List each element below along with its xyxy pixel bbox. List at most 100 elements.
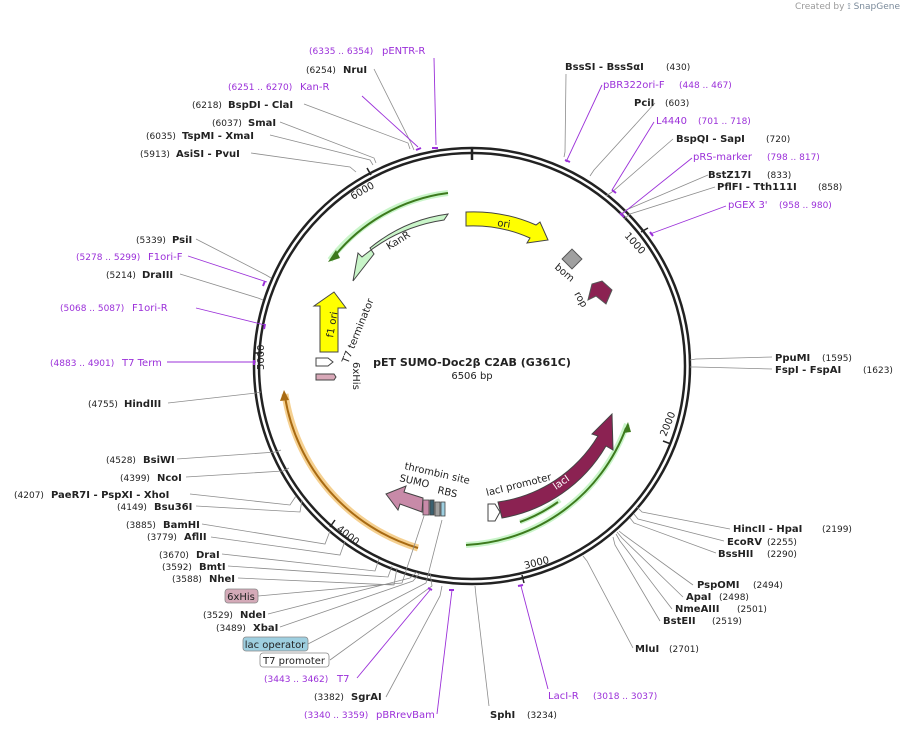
enzyme-ecorv[interactable]: EcoRV: [727, 537, 762, 548]
enzyme-bsteii[interactable]: BstEII: [663, 616, 696, 627]
enzyme-pos-bsu36i: (4149): [117, 503, 147, 513]
feature-leader-lines: [257, 515, 443, 661]
feature-highlight-lac-line: [465, 427, 627, 546]
enzyme-pos-nmeaiii: (2501): [737, 605, 767, 615]
leader-kan-r: [361, 95, 419, 148]
enzyme-pos-bsshii: (2290): [767, 550, 797, 560]
enzyme-ppumi[interactable]: PpuMI: [775, 353, 810, 364]
leader-sgrai: [385, 585, 443, 698]
enzyme-xmai[interactable]: TspMI - XmaI: [182, 131, 254, 142]
leader-bsshii: [629, 517, 717, 554]
enzyme-sapi[interactable]: BspQI - SapI: [676, 134, 745, 145]
enzyme-drai[interactable]: DraI: [196, 550, 220, 561]
leader-clai: [303, 103, 411, 150]
tick-mark-2000: [662, 440, 672, 445]
enzyme-ndei[interactable]: NdeI: [240, 610, 266, 621]
primer-kan-r[interactable]: Kan-R: [300, 82, 329, 93]
enzyme-nrui[interactable]: NruI: [343, 65, 367, 76]
plasmid-name: pET SUMO-Doc2β C2AB (G361C): [373, 356, 571, 369]
enzyme-pos-clai: (6218): [192, 101, 222, 111]
leader-drai: [221, 553, 380, 572]
primer-t7term[interactable]: T7 Term: [121, 358, 162, 369]
primer-laci-r[interactable]: LacI-R: [548, 691, 579, 702]
feature-thrombin-box: [422, 499, 430, 516]
enzyme-bmti[interactable]: BmtI: [199, 562, 226, 573]
enzyme-draiii[interactable]: DraIII: [142, 270, 173, 281]
primer-pos-pentr-r: (6335 .. 6354): [309, 47, 373, 57]
enzyme-pspomi[interactable]: PspOMI: [697, 580, 739, 591]
feature-label-ori: ori: [497, 218, 511, 231]
primer-pos-pbr322ori-f: (448 .. 467): [679, 81, 732, 91]
enzyme-aflii[interactable]: AflII: [184, 532, 207, 543]
primer-f1ori-f[interactable]: F1ori-F: [148, 252, 183, 263]
enzyme-hindiii[interactable]: HindIII: [124, 399, 161, 410]
credit-brand: SnapGene: [853, 2, 900, 12]
feature-label-rop: rop: [571, 290, 589, 310]
enzyme-bsiwi[interactable]: BsiWI: [143, 455, 175, 466]
feature-kanr-arrow: [352, 213, 450, 282]
enzyme-mlui[interactable]: MluI: [635, 644, 659, 655]
box-t7-promoter[interactable]: [259, 652, 330, 668]
enzyme-hpai[interactable]: HincII - HpaI: [733, 524, 802, 535]
enzyme-fspai[interactable]: FspI - FspAI: [775, 365, 841, 376]
leader-draiii: [179, 273, 264, 301]
leader-bstz17i: [619, 174, 709, 216]
enzyme-sphi[interactable]: SphI: [490, 710, 515, 721]
feature-f1ori-arrow: [312, 291, 347, 353]
enzyme-psii[interactable]: PsiI: [172, 235, 192, 246]
enzyme-pos-ncoi: (4399): [120, 474, 150, 484]
enzyme-xhoi[interactable]: PaeR7I - PspXI - XhoI: [51, 490, 169, 501]
enzyme-pos-smai: (6037): [212, 119, 242, 129]
box-6xhis[interactable]: [224, 588, 259, 604]
leader-t7promoter-box: [329, 572, 433, 661]
primer-pbr322ori-f[interactable]: pBR322ori-F: [603, 80, 665, 91]
leader-apai: [616, 531, 684, 598]
primer-pbrrevbam[interactable]: pBRrevBam: [376, 710, 435, 721]
primer-t7[interactable]: T7: [336, 674, 349, 685]
leader-ndei: [267, 571, 418, 615]
feature-t7terminator-shape: [315, 357, 334, 367]
tick-label-5000: 5000: [256, 345, 267, 370]
primer-pos-prs-marker: (798 .. 817): [767, 153, 820, 163]
enzyme-bamhi[interactable]: BamHI: [163, 520, 200, 531]
leader-xhoi: [189, 493, 297, 506]
enzyme-sgrai[interactable]: SgrAI: [351, 692, 382, 703]
enzyme-pos-sapi: (720): [766, 135, 790, 145]
primer-prs-marker[interactable]: pRS-marker: [693, 152, 753, 163]
primer-pgex3[interactable]: pGEX 3': [728, 200, 768, 211]
feature-6xhis-shape: [315, 373, 337, 381]
feature-highlight-left-head: [280, 390, 289, 401]
enzyme-apai[interactable]: ApaI: [686, 592, 711, 603]
primer-pos-kan-r: (6251 .. 6270): [228, 83, 292, 93]
enzyme-bsssi[interactable]: BssSI - BssSαI: [565, 62, 644, 73]
primer-pentr-r[interactable]: pENTR-R: [382, 46, 425, 57]
enzyme-pvui[interactable]: AsiSI - PvuI: [176, 149, 240, 160]
enzyme-ncoi[interactable]: NcoI: [157, 473, 182, 484]
enzyme-bsshii[interactable]: BssHII: [718, 549, 753, 560]
enzyme-pos-sphi: (3234): [527, 711, 557, 721]
enzyme-bsu36i[interactable]: Bsu36I: [154, 502, 192, 513]
enzyme-tth111i[interactable]: PflFI - Tth111I: [717, 182, 797, 193]
box-lac-operator[interactable]: [242, 636, 309, 652]
enzyme-pos-nrui: (6254): [306, 66, 336, 76]
enzyme-smai[interactable]: SmaI: [248, 118, 276, 129]
primer-f1ori-r[interactable]: F1ori-R: [132, 303, 168, 314]
enzyme-bstz17i[interactable]: BstZ17I: [708, 170, 751, 181]
enzyme-nhei[interactable]: NheI: [209, 574, 235, 585]
mark-kan-r: [415, 147, 422, 151]
enzyme-nmeaiii[interactable]: NmeAIII: [675, 604, 719, 615]
enzyme-pos-tth111i: (858): [818, 183, 842, 193]
enzyme-xbai[interactable]: XbaI: [253, 623, 278, 634]
leader-bsiwi: [176, 449, 282, 460]
primer-l4440[interactable]: L4440: [656, 116, 687, 127]
leader-bamhi: [201, 523, 331, 545]
enzyme-pos-hindiii: (4755): [88, 400, 118, 410]
enzyme-pcii[interactable]: PciI: [634, 98, 654, 109]
enzyme-pos-xbai: (3489): [216, 624, 246, 634]
mark-pbr322ori-f: [564, 159, 571, 163]
leader-hindiii: [167, 391, 262, 404]
feature-laci-arrow: [497, 412, 614, 519]
leader-ecorv: [633, 513, 725, 542]
enzyme-clai[interactable]: BspDI - ClaI: [228, 100, 293, 111]
primer-pos-f1ori-f: (5278 .. 5299): [76, 253, 140, 263]
